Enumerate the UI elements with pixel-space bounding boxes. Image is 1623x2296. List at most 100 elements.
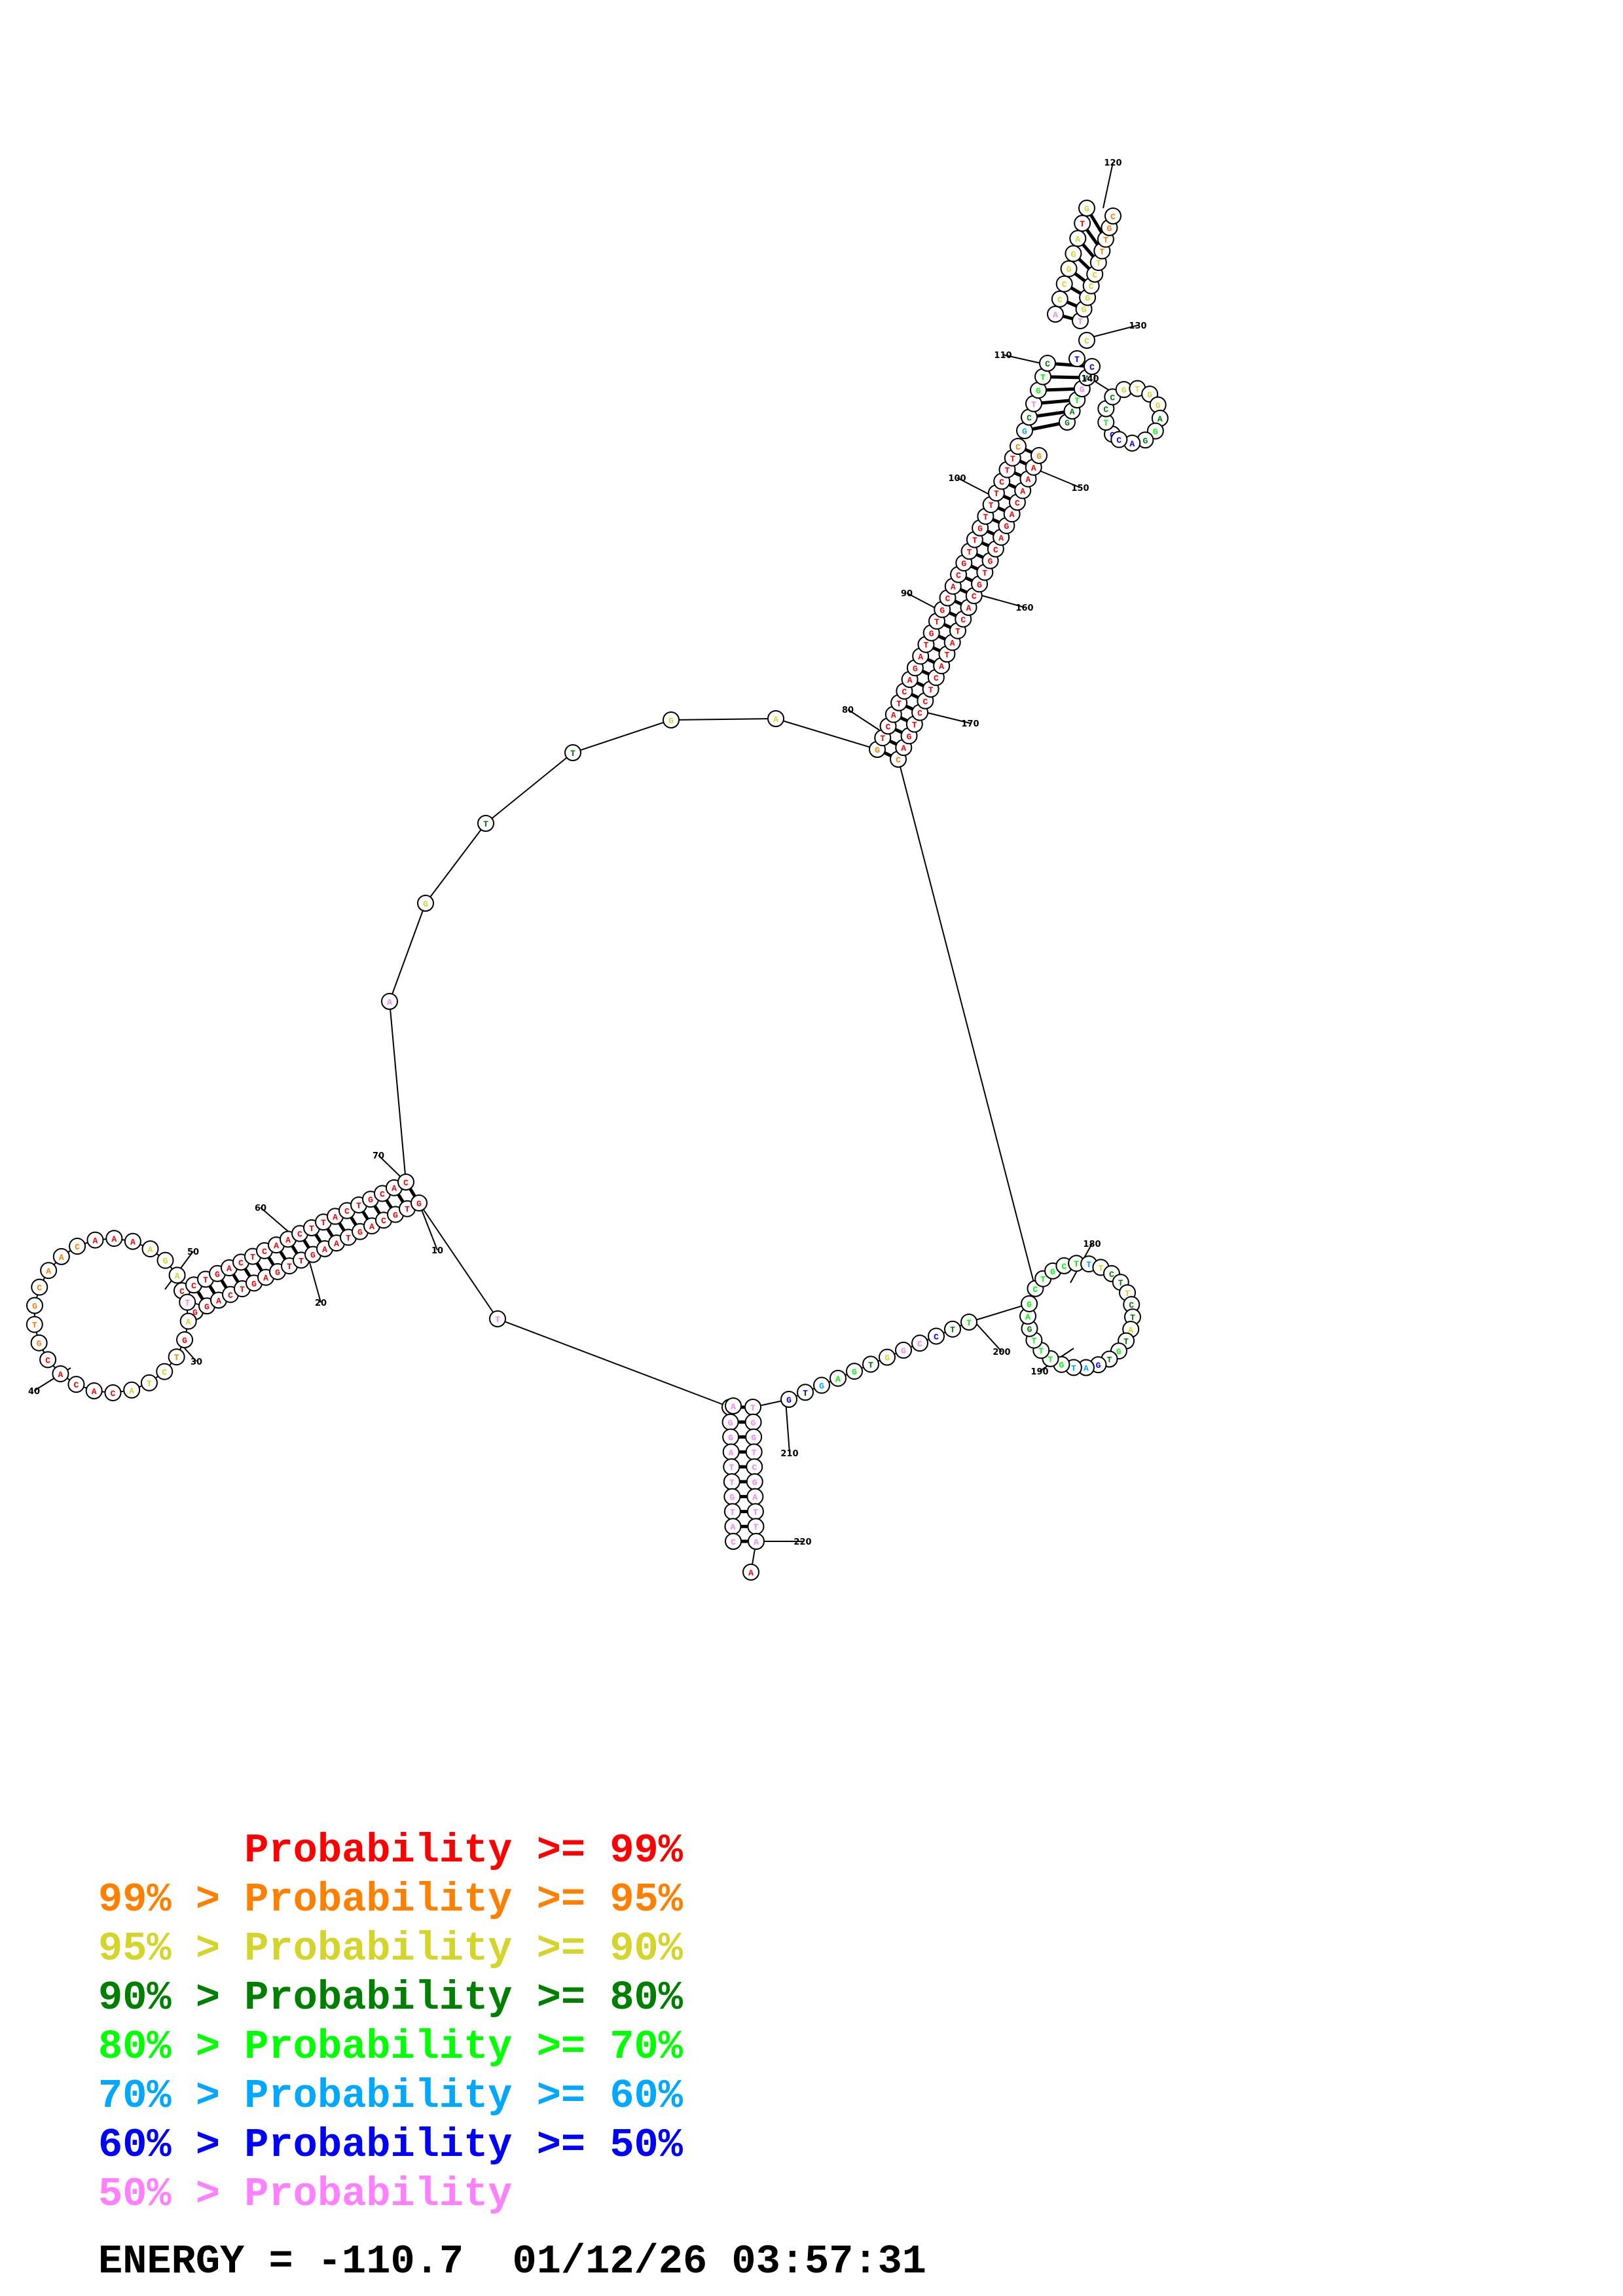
nucleotide-circle	[813, 1376, 830, 1394]
nucleotide: G	[879, 1348, 896, 1366]
nucleotide-letter: T	[1040, 1275, 1046, 1285]
nucleotide-letter: T	[1074, 355, 1080, 365]
nucleotide-circle	[156, 1363, 173, 1380]
nucleotide: A	[830, 1369, 847, 1387]
nucleotide-circle	[1068, 350, 1085, 367]
nucleotide: A	[168, 1266, 186, 1284]
nucleotide: G	[156, 1251, 174, 1269]
nucleotide-circle	[30, 1334, 48, 1352]
nucleotide-letter: C	[972, 592, 977, 601]
legend-row: 70% > Probability >= 60%	[98, 2072, 683, 2121]
nucleotide-letter: A	[59, 1253, 64, 1263]
nucleotide: T	[797, 1384, 814, 1401]
nucleotide-letter: A	[130, 1238, 136, 1247]
nucleotide-circle	[52, 1365, 69, 1382]
nucleotide-letter: G	[1096, 1361, 1101, 1371]
position-label: 30	[191, 1357, 202, 1367]
nucleotide-letter: G	[852, 1367, 857, 1377]
nucleotide-letter: T	[803, 1388, 808, 1398]
nucleotide-circle	[1047, 306, 1064, 323]
nucleotide: A	[767, 710, 784, 727]
nucleotide-circle	[1110, 431, 1128, 448]
nucleotide-letter: T	[966, 1318, 972, 1328]
nucleotide-letter: C	[297, 1230, 302, 1240]
nucleotide: T	[944, 1320, 961, 1338]
nucleotide: A	[722, 1443, 740, 1461]
nucleotide-letter: A	[731, 1402, 736, 1412]
nucleotide-letter: A	[1158, 414, 1163, 424]
nucleotide: G	[780, 1391, 797, 1408]
nucleotide-letter: A	[285, 1235, 291, 1245]
nucleotide-circle	[40, 1262, 58, 1280]
nucleotide-letter: T	[983, 512, 988, 522]
nucleotide-letter: A	[216, 1297, 221, 1306]
nucleotide-letter: G	[1050, 1267, 1055, 1277]
nucleotide-circle	[862, 1355, 879, 1373]
nucleotide: C	[39, 1351, 57, 1369]
nucleotide-letter: G	[728, 1418, 733, 1428]
nucleotide-letter: C	[162, 1368, 167, 1378]
nucleotide-circle	[26, 1316, 43, 1333]
nucleotide-letter: T	[1048, 1355, 1053, 1365]
nucleotide: G	[813, 1376, 830, 1394]
nucleotide-letter: G	[1122, 386, 1127, 395]
nucleotide-letter: C	[1062, 280, 1067, 290]
nucleotide-circle	[725, 1397, 742, 1414]
nucleotide-circle	[1078, 332, 1095, 349]
nucleotide-letter: G	[1080, 385, 1085, 395]
nucleotide-letter: C	[403, 1178, 409, 1188]
nucleotide-letter: G	[310, 1251, 316, 1261]
nucleotide: T	[140, 1374, 158, 1391]
nucleotide-letter: C	[228, 1291, 233, 1300]
legend-row: 80% > Probability >= 70%	[98, 2022, 683, 2072]
nucleotide-letter: G	[393, 1210, 398, 1220]
energy-timestamp: ENERGY = -110.7 01/12/26 03:57:31	[98, 2238, 927, 2285]
nucleotide-circle	[1055, 275, 1073, 293]
nucleotide-letter: T	[356, 1201, 361, 1211]
position-label: 140	[1081, 374, 1099, 384]
nucleotide-letter: A	[891, 711, 896, 721]
nucleotide: T	[26, 1316, 43, 1333]
nucleotide-circle	[944, 1320, 961, 1338]
nucleotide-circle	[168, 1266, 186, 1284]
nucleotide-circle	[123, 1381, 141, 1399]
position-label: 40	[28, 1387, 40, 1397]
nucleotide-letter: C	[917, 709, 922, 719]
nucleotide-letter: G	[786, 1395, 792, 1405]
nucleotide-letter: T	[203, 1276, 208, 1285]
nucleotide-letter: G	[1156, 401, 1161, 411]
nucleotide-letter: T	[250, 1253, 255, 1263]
nucleotide-circle	[410, 1194, 428, 1211]
nucleotide-letter: T	[955, 627, 960, 637]
nucleotide: C	[1084, 358, 1101, 375]
nucleotide: T	[1068, 350, 1085, 367]
nucleotide-letter: A	[93, 1236, 98, 1246]
nucleotide-letter: A	[754, 1537, 759, 1547]
legend-row: 90% > Probability >= 80%	[98, 1973, 683, 2022]
nucleotide-letter: T	[1040, 373, 1046, 383]
nucleotide-letter: A	[1128, 1325, 1133, 1335]
nucleotide: T	[168, 1348, 185, 1366]
nucleotide-letter: G	[884, 1354, 890, 1363]
nucleotide: T	[723, 1473, 740, 1490]
nucleotide-letter: T	[240, 1285, 245, 1295]
nucleotide: A	[40, 1262, 58, 1280]
nucleotide: G	[410, 1194, 428, 1211]
nucleotide-letter: T	[1074, 1259, 1079, 1269]
nucleotide-letter: G	[204, 1302, 210, 1312]
nucleotide-letter: A	[1025, 1312, 1030, 1322]
nucleotide-letter: G	[416, 1199, 422, 1209]
nucleotide-letter: A	[392, 1184, 397, 1194]
nucleotide-letter: C	[1110, 393, 1115, 403]
nucleotide: C	[1110, 431, 1128, 448]
nucleotide-letter: T	[1005, 466, 1010, 476]
nucleotide-letter: T	[924, 641, 929, 651]
nucleotide-letter: T	[753, 1507, 758, 1517]
nucleotide-letter: G	[1084, 204, 1089, 214]
nucleotide-circle	[179, 1312, 197, 1330]
nucleotide-letter: G	[1065, 418, 1070, 428]
nucleotide-letter: T	[346, 1233, 351, 1243]
position-label: 20	[315, 1299, 327, 1308]
nucleotide-letter: T	[287, 1262, 292, 1272]
position-label: 80	[842, 706, 854, 715]
